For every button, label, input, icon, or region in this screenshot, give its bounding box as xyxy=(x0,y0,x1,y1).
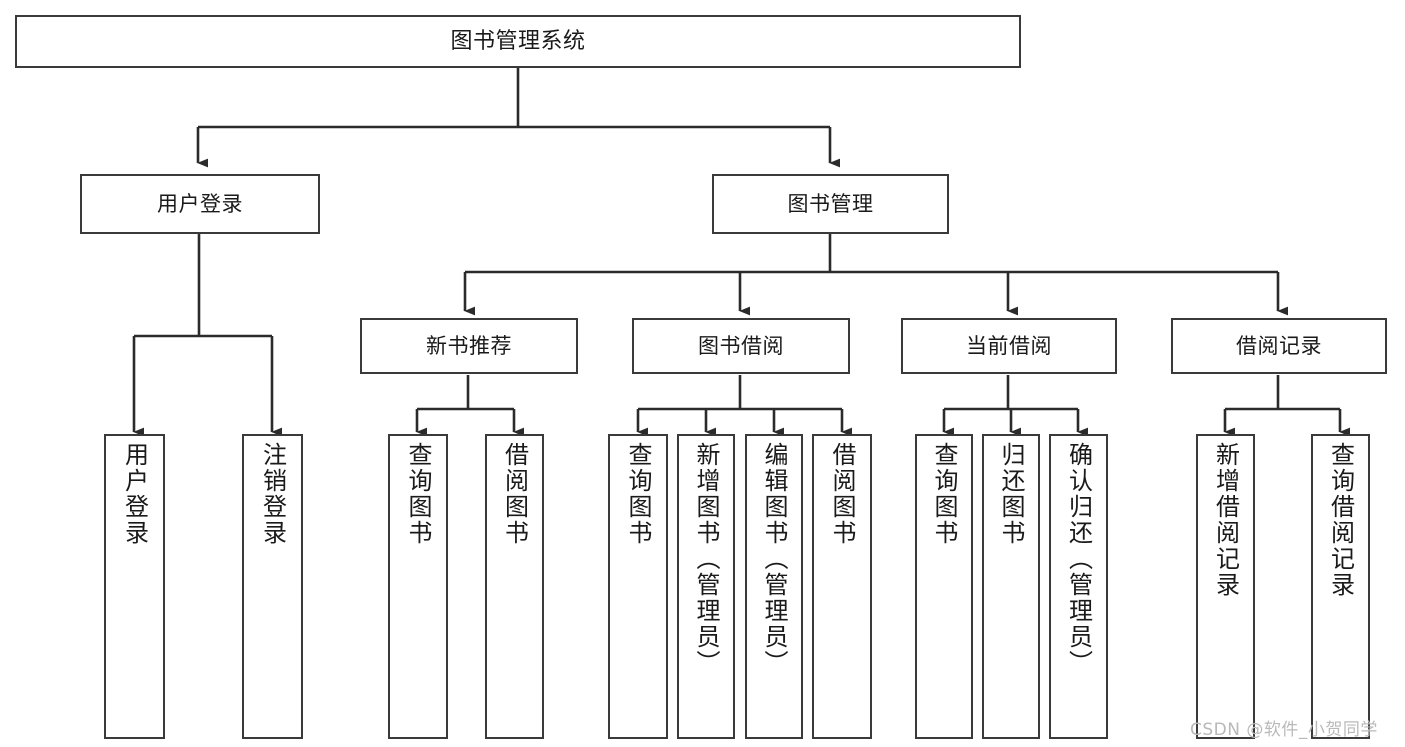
leaf-return-book[interactable]: 归还图书 xyxy=(982,434,1040,739)
leaf-add-borrow-record[interactable]: 新增借阅记录 xyxy=(1196,434,1255,739)
node-new-book-recommend[interactable]: 新书推荐 xyxy=(360,318,578,374)
node-root-book-management-system[interactable]: 图书管理系统 xyxy=(15,15,1021,68)
leaf-edit-book-admin[interactable]: 编辑图书（管理员） xyxy=(745,434,803,739)
node-label: 新增图书（管理员） xyxy=(692,442,720,676)
csdn-watermark: CSDN @软件_小贺同学 xyxy=(1190,720,1378,740)
leaf-user-login[interactable]: 用户登录 xyxy=(104,434,165,739)
leaf-confirm-return-admin[interactable]: 确认归还（管理员） xyxy=(1049,434,1108,739)
node-label: 图书管理系统 xyxy=(450,28,586,54)
node-label: 确认归还（管理员） xyxy=(1064,442,1093,676)
node-label: 查询图书 xyxy=(624,442,652,546)
node-label: 新书推荐 xyxy=(426,333,512,358)
leaf-logout-login[interactable]: 注销登录 xyxy=(242,434,303,739)
node-borrow-record[interactable]: 借阅记录 xyxy=(1171,318,1387,374)
node-user-login[interactable]: 用户登录 xyxy=(80,174,320,234)
node-book-borrow[interactable]: 图书借阅 xyxy=(632,318,850,374)
node-label: 图书借阅 xyxy=(698,333,784,358)
node-book-management[interactable]: 图书管理 xyxy=(712,174,949,234)
leaf-query-book-new-recommend[interactable]: 查询图书 xyxy=(388,434,448,739)
node-label: 用户登录 xyxy=(120,442,149,546)
node-label: 借阅图书 xyxy=(828,442,856,546)
node-label: 编辑图书（管理员） xyxy=(760,442,788,676)
node-label: 查询借阅记录 xyxy=(1326,442,1355,598)
node-label: 借阅记录 xyxy=(1236,333,1322,358)
node-label: 注销登录 xyxy=(258,442,287,546)
node-label: 用户登录 xyxy=(157,191,243,216)
leaf-add-book-admin[interactable]: 新增图书（管理员） xyxy=(677,434,735,739)
node-label: 查询图书 xyxy=(930,442,958,546)
node-label: 图书管理 xyxy=(787,191,874,216)
leaf-query-book-borrow[interactable]: 查询图书 xyxy=(608,434,668,739)
node-label: 归还图书 xyxy=(997,442,1025,546)
node-label: 查询图书 xyxy=(404,442,432,546)
leaf-query-book-current[interactable]: 查询图书 xyxy=(915,434,973,739)
leaf-borrow-book-borrow[interactable]: 借阅图书 xyxy=(812,434,872,739)
leaf-borrow-book-new-recommend[interactable]: 借阅图书 xyxy=(485,434,544,739)
node-label: 新增借阅记录 xyxy=(1211,442,1240,598)
node-label: 当前借阅 xyxy=(966,333,1052,358)
node-current-borrow[interactable]: 当前借阅 xyxy=(901,318,1117,374)
node-label: 借阅图书 xyxy=(500,442,529,546)
leaf-query-borrow-record[interactable]: 查询借阅记录 xyxy=(1311,434,1370,739)
